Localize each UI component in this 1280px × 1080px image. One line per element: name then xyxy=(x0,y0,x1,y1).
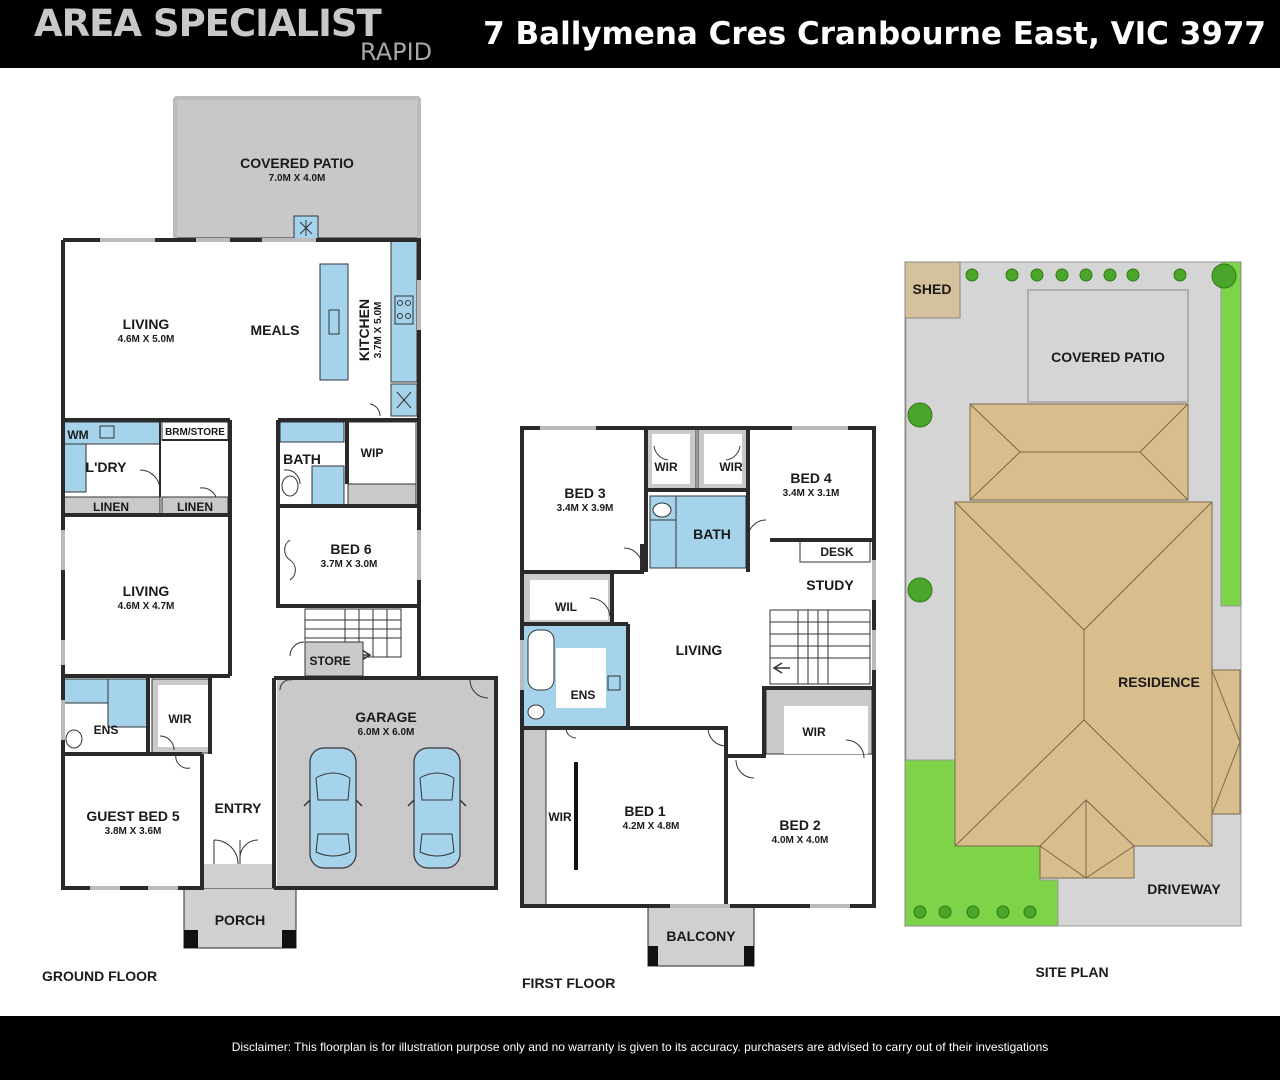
ff-bath-shower xyxy=(675,495,747,569)
ff-bath-label: BATH xyxy=(693,526,731,542)
gf-meals-name: MEALS xyxy=(251,322,300,338)
first-floor-plan xyxy=(520,426,876,967)
gf-entry-label: ENTRY xyxy=(215,800,263,816)
gf-kitchen-name: KITCHEN xyxy=(356,299,372,361)
site-residence-label: RESIDENCE xyxy=(1118,674,1200,690)
gf-ens-label: ENS xyxy=(94,723,119,737)
car-icon-right xyxy=(407,747,467,869)
residence-roof xyxy=(954,403,1241,879)
site-patio-area xyxy=(1027,289,1189,403)
site-shed-label: SHED xyxy=(913,281,952,297)
gf-brm-store-label: BRM/STORE xyxy=(165,427,225,438)
ff-bed3-name: BED 3 xyxy=(564,485,605,501)
gf-bath-shower xyxy=(311,465,345,507)
floorplan-drawing: COVERED PATIO 7.0M X 4.0M LIVING 4.6M X … xyxy=(42,96,1242,991)
gf-wm-label: WM xyxy=(67,428,88,442)
gf-porch-area xyxy=(183,887,297,949)
site-plan xyxy=(904,261,1242,927)
ff-bed2-dims: 4.0M X 4.0M xyxy=(772,835,829,846)
gf-linen1-label: LINEN xyxy=(93,500,129,514)
gf-living2-name: LIVING xyxy=(123,583,170,599)
ff-living-label: LIVING xyxy=(676,642,723,658)
property-address: 7 Ballymena Cres Cranbourne East, VIC 39… xyxy=(483,16,1266,52)
ff-wil-label: WIL xyxy=(555,600,577,614)
site-patio-label: COVERED PATIO xyxy=(1051,349,1165,365)
gf-bath-label: BATH xyxy=(283,451,321,467)
gf-ens-shower xyxy=(107,678,149,728)
gf-living1-dims: 4.6M X 5.0M xyxy=(118,334,175,345)
gf-bed6-name: BED 6 xyxy=(330,541,371,557)
ff-bed1-dims: 4.2M X 4.8M xyxy=(623,821,680,832)
site-driveway-label: DRIVEWAY xyxy=(1147,881,1221,897)
gf-garage-dims: 6.0M X 6.0M xyxy=(358,727,415,738)
gf-wip-label: WIP xyxy=(361,446,384,460)
brand-logo-sub: RAPID xyxy=(360,38,433,66)
cooktop-icon xyxy=(394,295,414,325)
gf-guest-bed-dims: 3.8M X 3.6M xyxy=(105,826,162,837)
gf-porch-label: PORCH xyxy=(215,912,266,928)
gf-living1-name: LIVING xyxy=(123,316,170,332)
ground-floor-plan xyxy=(61,96,498,949)
ff-bed2-name: BED 2 xyxy=(779,817,820,833)
site-plan-title: SITE PLAN xyxy=(1035,964,1108,980)
gf-laundry-label: L'DRY xyxy=(86,459,128,475)
ff-study-label: STUDY xyxy=(806,577,854,593)
gf-bed6-dims: 3.7M X 3.0M xyxy=(321,559,378,570)
ff-wir2-label: WIR xyxy=(719,460,743,474)
footer-bar: Disclaimer: This floorplan is for illust… xyxy=(0,1016,1280,1080)
ground-floor-title: GROUND FLOOR xyxy=(42,968,157,984)
bathtub-icon xyxy=(527,629,555,691)
gf-covered-patio-area xyxy=(174,97,420,239)
gf-store-label: STORE xyxy=(309,654,350,668)
gf-patio-dims: 7.0M X 4.0M xyxy=(269,173,326,184)
brand-logo: AREA SPECIALIST xyxy=(34,2,382,45)
car-icon-left xyxy=(303,747,363,869)
ff-stairs xyxy=(769,609,871,685)
gf-patio-name: COVERED PATIO xyxy=(240,155,354,171)
ff-bed4-name: BED 4 xyxy=(790,470,831,486)
sink-icon xyxy=(328,309,340,335)
kitchen-island xyxy=(319,263,349,381)
gf-living2-dims: 4.6M X 4.7M xyxy=(118,601,175,612)
ff-balcony-label: BALCONY xyxy=(666,928,736,944)
ff-wir3-label: WIR xyxy=(802,725,826,739)
site-shrubs xyxy=(907,263,1237,919)
ff-bed1-name: BED 1 xyxy=(624,803,665,819)
ff-wir4-label: WIR xyxy=(548,810,572,824)
room-labels: COVERED PATIO 7.0M X 4.0M LIVING 4.6M X … xyxy=(42,155,1221,991)
gf-bath-vanity xyxy=(279,421,345,443)
ff-desk-label: DESK xyxy=(820,545,854,559)
gf-linen2-label: LINEN xyxy=(177,500,213,514)
first-floor-title: FIRST FLOOR xyxy=(522,975,615,991)
gf-wir-label: WIR xyxy=(168,712,192,726)
ff-ens-label: ENS xyxy=(571,688,596,702)
gf-kitchen-dims: 3.7M X 5.0M xyxy=(373,302,384,359)
gf-guest-bed-name: GUEST BED 5 xyxy=(86,808,180,824)
ff-bed3-dims: 3.4M X 3.9M xyxy=(557,503,614,514)
ff-wir1-label: WIR xyxy=(654,460,678,474)
disclaimer-text: Disclaimer: This floorplan is for illust… xyxy=(231,1040,1049,1054)
site-shed-area xyxy=(904,261,961,319)
header-bar: AREA SPECIALIST RAPID 7 Ballymena Cres C… xyxy=(0,0,1280,68)
gf-garage-name: GARAGE xyxy=(355,709,416,725)
ff-bed4-dims: 3.4M X 3.1M xyxy=(783,488,840,499)
